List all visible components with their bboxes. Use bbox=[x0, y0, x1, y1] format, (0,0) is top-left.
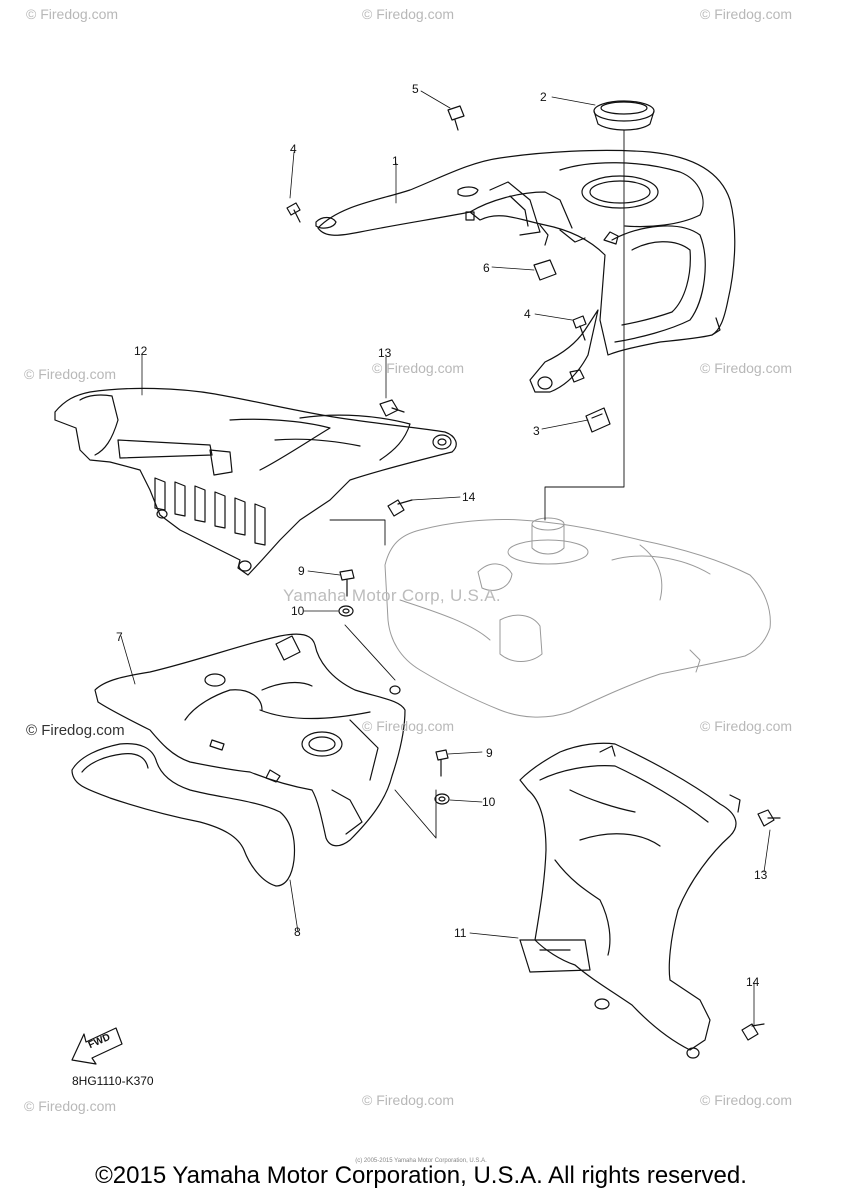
callout-10-bottom: 10 bbox=[482, 795, 496, 809]
callout-14-right: 14 bbox=[746, 975, 760, 989]
callout-2: 2 bbox=[540, 90, 547, 104]
part-3-clip bbox=[585, 407, 611, 433]
fuel-tank bbox=[384, 517, 771, 718]
callout-3: 3 bbox=[533, 424, 540, 438]
callout-11: 11 bbox=[454, 926, 467, 940]
part-5-bolt bbox=[447, 105, 465, 131]
callout-9-bottom: 9 bbox=[486, 746, 493, 760]
part-10-washer-top bbox=[338, 605, 354, 617]
part-2-cap-ring bbox=[593, 100, 655, 131]
callout-8: 8 bbox=[294, 925, 301, 939]
callout-5: 5 bbox=[412, 82, 419, 96]
watermark: © Firedog.com bbox=[362, 718, 455, 734]
dark-watermark: © Firedog.com bbox=[26, 722, 125, 739]
part-8-inner-panel bbox=[71, 743, 296, 887]
watermark: © Firedog.com bbox=[26, 6, 119, 22]
watermark: © Firedog.com bbox=[362, 1092, 455, 1108]
watermark: © Firedog.com bbox=[24, 366, 117, 382]
callout-12: 12 bbox=[134, 344, 148, 358]
callout-7: 7 bbox=[116, 630, 123, 644]
watermark: © Firedog.com bbox=[372, 360, 465, 376]
tiny-notice: (c) 2005-2015 Yamaha Motor Corporation, … bbox=[355, 1158, 487, 1164]
part-11-side-cover bbox=[519, 742, 741, 1059]
part-9-bolt-bottom bbox=[435, 749, 449, 777]
watermark: © Firedog.com bbox=[24, 1098, 117, 1114]
part-13-screw-right bbox=[757, 809, 781, 827]
callout-6: 6 bbox=[483, 261, 490, 275]
callout-10-top: 10 bbox=[291, 604, 305, 618]
part-7-front-cover bbox=[94, 633, 406, 847]
fwd-arrow-icon bbox=[71, 1027, 123, 1065]
callout-4-right: 4 bbox=[524, 307, 531, 321]
watermark: © Firedog.com bbox=[700, 6, 793, 22]
part-14-bolt-left bbox=[387, 499, 413, 517]
callout-13-right: 13 bbox=[754, 868, 768, 882]
center-watermark: Yamaha Motor Corp, U.S.A. bbox=[283, 586, 501, 605]
watermark: © Firedog.com bbox=[700, 718, 793, 734]
part-4-screw-right bbox=[572, 315, 587, 341]
part-10-washer-bottom bbox=[434, 793, 450, 805]
leader-lines bbox=[329, 129, 625, 839]
part-code: 8HG1110-K370 bbox=[72, 1074, 154, 1088]
callout-4-left: 4 bbox=[290, 142, 297, 156]
part-12-side-cover bbox=[54, 387, 457, 576]
watermark: © Firedog.com bbox=[700, 360, 793, 376]
part-13-screw-left bbox=[379, 399, 405, 417]
watermark: © Firedog.com bbox=[362, 6, 455, 22]
label-leaders bbox=[120, 90, 771, 1027]
part-9-bolt-top bbox=[339, 569, 355, 597]
callout-9-top: 9 bbox=[298, 564, 305, 578]
callout-14-left: 14 bbox=[462, 490, 476, 504]
part-1-tank-cover bbox=[315, 149, 736, 393]
part-4-screw-left bbox=[286, 202, 301, 223]
watermark: © Firedog.com bbox=[700, 1092, 793, 1108]
callout-13-left: 13 bbox=[378, 346, 392, 360]
part-14-bolt-right bbox=[741, 1023, 765, 1041]
part-6-clip bbox=[533, 259, 557, 281]
copyright: ©2015 Yamaha Motor Corporation, U.S.A. A… bbox=[95, 1162, 747, 1189]
callout-1: 1 bbox=[392, 154, 399, 168]
